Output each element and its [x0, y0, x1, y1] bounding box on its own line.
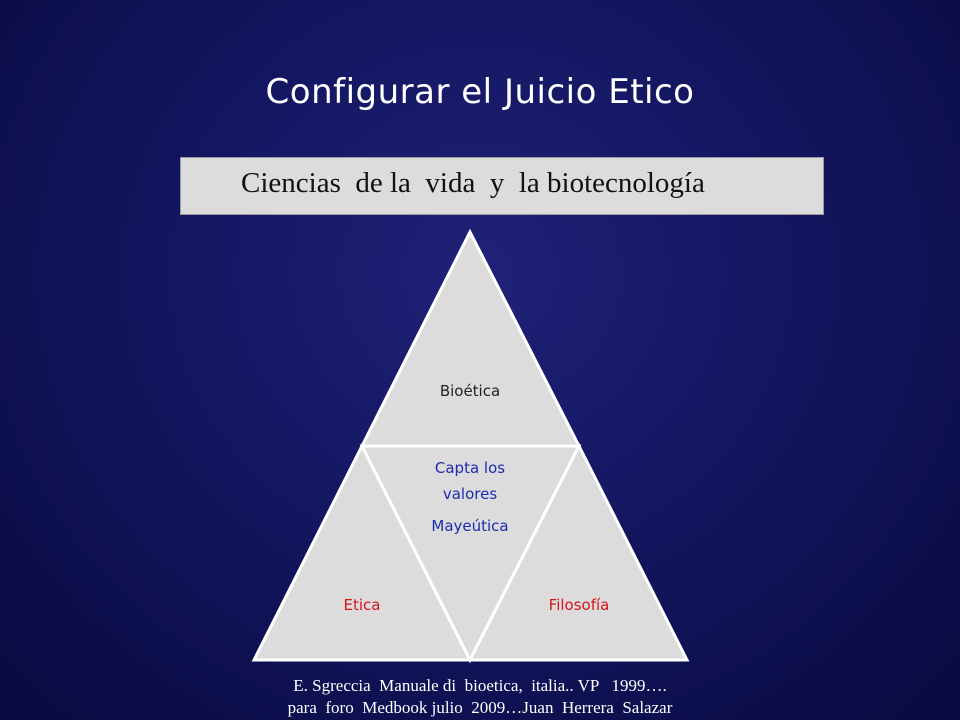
citation: E. Sgreccia Manuale di bioetica, italia.… [0, 675, 960, 719]
citation-line-1: E. Sgreccia Manuale di bioetica, italia.… [293, 676, 667, 695]
label-filosofia: Filosofía [549, 596, 610, 614]
top-triangle [359, 228, 582, 448]
banner-box: Ciencias de la vida y la biotecnología [180, 157, 824, 215]
label-valores: valores [443, 485, 497, 503]
slide-title: Configurar el Juicio Etico [265, 72, 695, 112]
label-mayeutica: Mayeútica [431, 517, 508, 535]
label-capta-los: Capta los [435, 459, 505, 477]
label-etica: Etica [344, 596, 381, 614]
right-triangle [467, 442, 690, 662]
label-bioetica: Bioética [440, 382, 500, 400]
banner-text: Ciencias de la vida y la biotecnología [241, 167, 705, 199]
citation-line-2: para foro Medbook julio 2009…Juan Herrer… [287, 698, 673, 717]
